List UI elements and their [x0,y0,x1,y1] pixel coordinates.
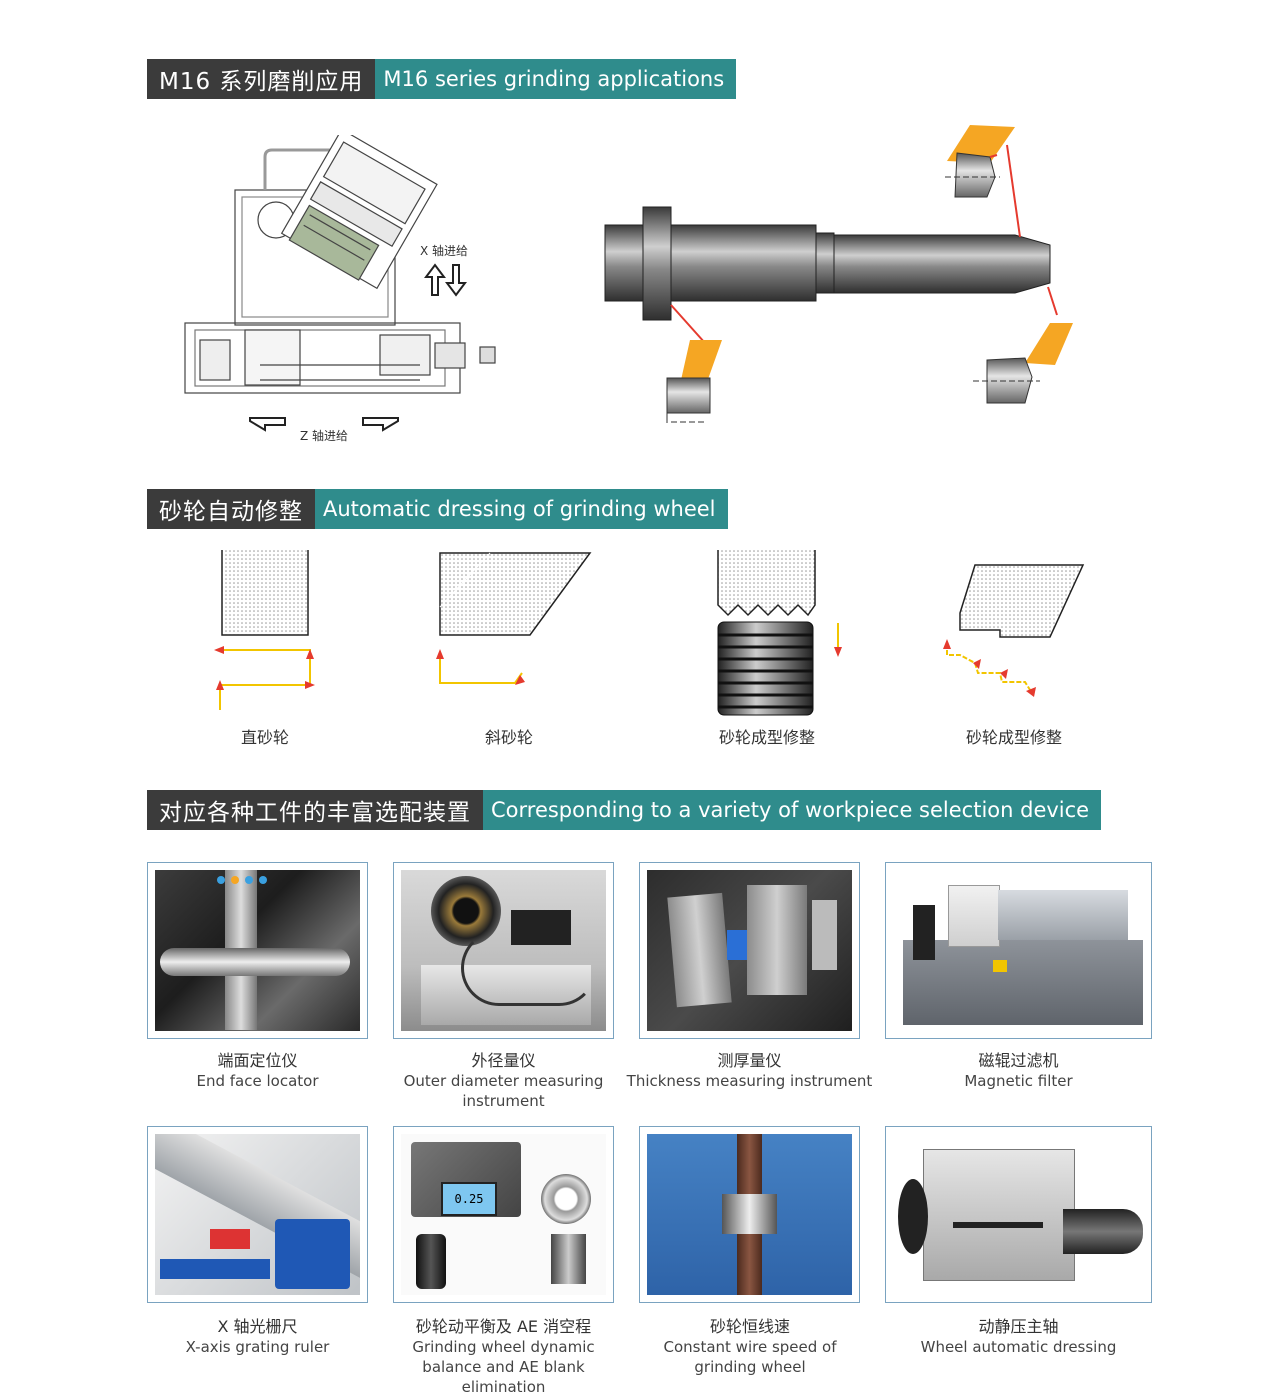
caption-grating-ruler: X 轴光栅尺 X-axis grating ruler [147,1317,368,1357]
caption-en: Wheel automatic dressing [920,1338,1117,1356]
section3-title-en: Corresponding to a variety of workpiece … [483,790,1102,830]
photo-dynamic-balancer: 0.25 [393,1126,614,1303]
caption-zh: 动静压主轴 [978,1317,1059,1336]
caption-en: End face locator [196,1072,319,1090]
caption-zh: X 轴光栅尺 [217,1317,298,1336]
caption-en: X-axis grating ruler [185,1338,330,1356]
photo-outer-diameter-gauge [393,862,614,1039]
balancer-display: 0.25 [441,1182,497,1216]
z-axis-label: Z 轴进给 [300,428,348,443]
caption-end-face-locator: 端面定位仪 End face locator [147,1051,368,1091]
photo-constant-speed-wheel [639,1126,860,1303]
section2-header: 砂轮自动修整 Automatic dressing of grinding wh… [147,489,728,529]
dress-label-4: 砂轮成型修整 [965,728,1062,747]
section3-title-zh: 对应各种工件的丰富选配装置 [147,790,483,830]
shaft-grinding-diagram [604,125,1073,423]
dressing-diagrams [214,550,1085,716]
section2-title-zh: 砂轮自动修整 [147,489,315,529]
profile-dressing-diagram [943,564,1085,697]
section1-title-en: M16 series grinding applications [375,59,737,99]
caption-dynamic-balancer: 砂轮动平衡及 AE 消空程 Grinding wheel dynamic bal… [383,1317,624,1397]
photo-end-face-locator [147,862,368,1039]
angled-wheel-diagram [436,552,592,685]
photo-thickness-gauge [639,862,860,1039]
form-dressing-diagram [717,550,842,716]
caption-zh: 砂轮动平衡及 AE 消空程 [415,1317,592,1336]
dress-label-3: 砂轮成型修整 [718,728,815,747]
caption-en: Grinding wheel dynamic balance and AE bl… [412,1338,595,1396]
dress-label-1: 直砂轮 [240,728,289,747]
caption-en: Magnetic filter [964,1072,1073,1090]
x-axis-label: X 轴进给 [420,243,468,258]
straight-wheel-diagram [214,550,315,710]
dress-label-2: 斜砂轮 [484,728,533,747]
caption-constant-speed: 砂轮恒线速 Constant wire speed of grinding wh… [655,1317,845,1377]
caption-zh: 端面定位仪 [217,1051,298,1070]
photo-magnetic-filter [885,862,1152,1039]
section1-header: M16 系列磨削应用 M16 series grinding applicati… [147,59,737,99]
section3-header: 对应各种工件的丰富选配装置 Corresponding to a variety… [147,790,1102,830]
section2-title-en: Automatic dressing of grinding wheel [315,489,728,529]
caption-hydrostatic-spindle: 动静压主轴 Wheel automatic dressing [885,1317,1152,1357]
caption-zh: 磁辊过滤机 [978,1051,1059,1070]
photo-grating-ruler [147,1126,368,1303]
caption-en: Outer diameter measuring instrument [403,1072,604,1110]
caption-outer-diameter-gauge: 外径量仪 Outer diameter measuring instrument [393,1051,614,1111]
photo-hydrostatic-spindle [885,1126,1152,1303]
caption-zh: 外径量仪 [471,1051,536,1070]
caption-magnetic-filter: 磁辊过滤机 Magnetic filter [885,1051,1152,1091]
caption-zh: 砂轮恒线速 [709,1317,790,1336]
machine-diagram: X 轴进给 Z 轴进给 [184,135,496,443]
caption-en: Thickness measuring instrument [626,1072,873,1090]
section1-title-zh: M16 系列磨削应用 [147,59,376,99]
caption-thickness-gauge: 测厚量仪 Thickness measuring instrument [622,1051,877,1091]
caption-en: Constant wire speed of grinding wheel [663,1338,837,1376]
caption-zh: 测厚量仪 [717,1051,782,1070]
